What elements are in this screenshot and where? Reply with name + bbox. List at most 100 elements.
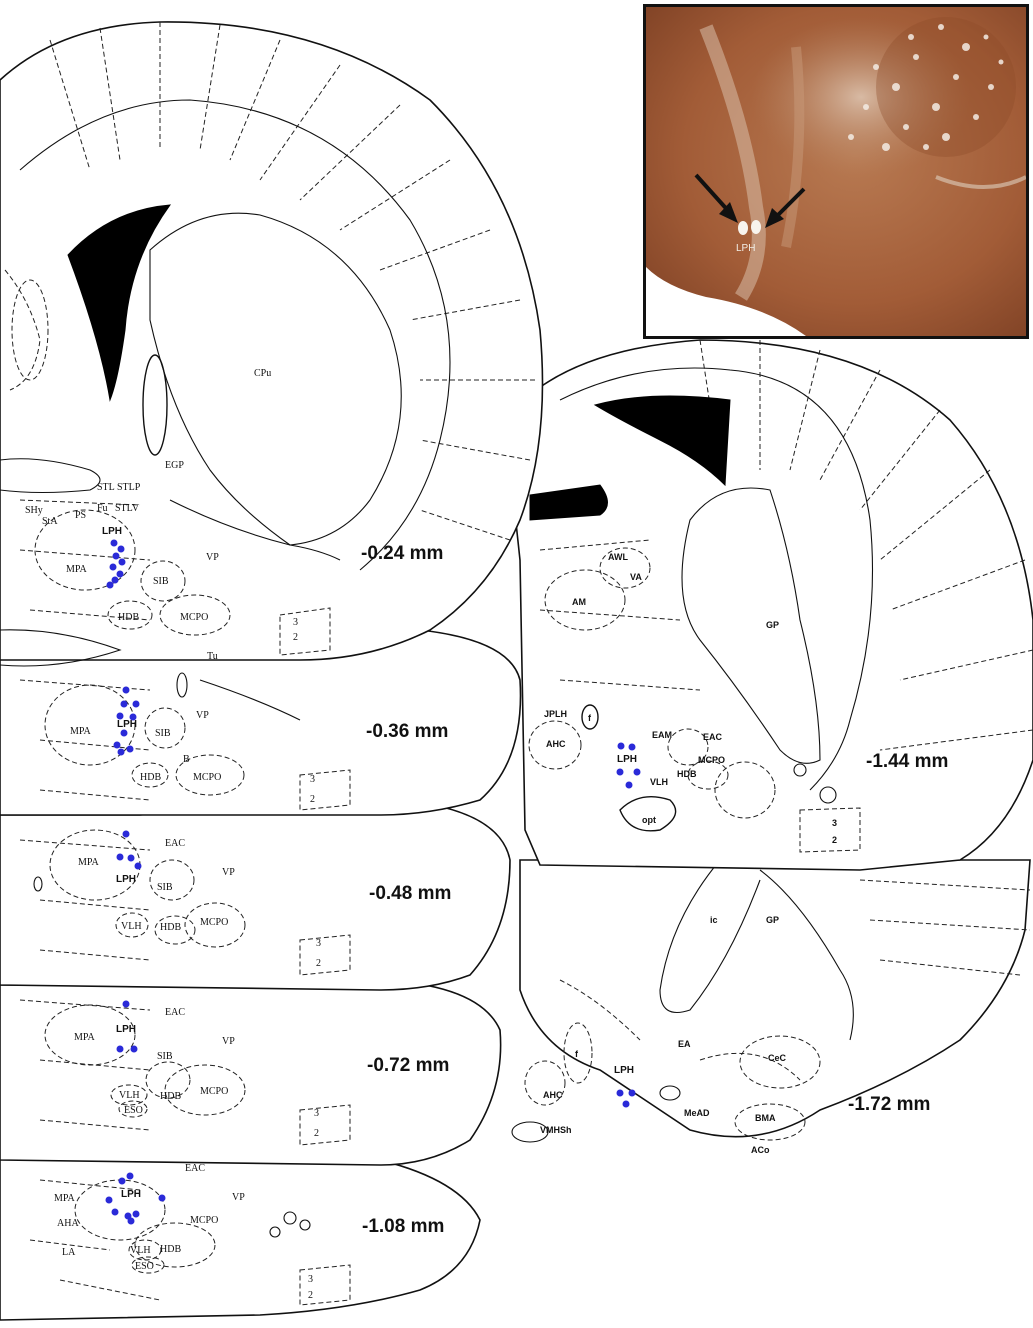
injection-dot	[131, 1046, 138, 1053]
section-minus-0-48: MPA LPH EAC VP SIB VLH HDB MCPO 3 2 -0.4…	[0, 800, 510, 990]
injection-dot	[111, 540, 118, 547]
injection-dot	[626, 782, 633, 789]
injection-dot	[629, 1090, 636, 1097]
injection-dot	[127, 1173, 134, 1180]
label-eso: ESO	[135, 1261, 154, 1272]
label-2: 2	[832, 835, 837, 845]
label-vp: VP	[222, 1036, 235, 1047]
label-3: 3	[316, 938, 321, 949]
lesion-mark	[751, 220, 761, 234]
label-sib: SIB	[157, 1051, 173, 1062]
label-cpu: CPu	[254, 368, 271, 379]
label-lph: LPH	[614, 1065, 634, 1076]
label-ps: PS	[75, 510, 86, 521]
label-2: 2	[310, 794, 315, 805]
photo-label-lph: LPH	[736, 243, 755, 254]
section-minus-1-44: AWL VA AM GP JPLH f EAM EAC AHC LPH MCPO…	[505, 340, 1033, 870]
label-mpa: MPA	[54, 1193, 76, 1204]
level-label: -1.44 mm	[866, 751, 948, 772]
injection-dot	[119, 559, 126, 566]
injection-dot	[133, 701, 140, 708]
injection-dot	[106, 1197, 113, 1204]
label-ea: EA	[678, 1039, 691, 1049]
label-mcpo: MCPO	[190, 1215, 218, 1226]
label-2: 2	[293, 632, 298, 643]
label-hdb: HDB	[160, 922, 181, 933]
injection-dot	[118, 546, 125, 553]
label-gp: GP	[766, 915, 779, 925]
label-vp: VP	[232, 1192, 245, 1203]
injection-dot	[110, 564, 117, 571]
injection-dot	[629, 744, 636, 751]
label-vlh: VLH	[130, 1245, 151, 1256]
inset-photomicrograph: LPH	[643, 4, 1029, 339]
label-egp: EGP	[165, 460, 184, 471]
injection-dot	[128, 855, 135, 862]
section-minus-1-72: ic GP f EA CeC LPH AHC BMA MeAD VMHSh AC…	[512, 860, 1030, 1155]
injection-dot	[113, 553, 120, 560]
label-stlp: STLP	[117, 482, 141, 493]
section-minus-0-24: CPu EGP STL STLP Fu STLV SHy StA PS LPH …	[0, 22, 543, 666]
label-vlh: VLH	[650, 777, 668, 787]
injection-dot	[117, 1046, 124, 1053]
injection-dot	[112, 1209, 119, 1216]
level-label: -1.08 mm	[362, 1216, 444, 1237]
photo-canvas: LPH	[646, 7, 1026, 336]
label-hdb: HDB	[160, 1244, 181, 1255]
label-lph: LPH	[116, 874, 136, 885]
level-label: -0.24 mm	[361, 543, 443, 564]
injection-dot	[617, 1090, 624, 1097]
injection-dot	[127, 746, 134, 753]
injection-dot	[112, 577, 119, 584]
label-tu: Tu	[207, 651, 218, 662]
label-jplh: JPLH	[544, 709, 567, 719]
label-eac: EAC	[703, 732, 723, 742]
label-3: 3	[308, 1274, 313, 1285]
label-lph: LPH	[121, 1189, 141, 1200]
label-mcpo: MCPO	[200, 917, 228, 928]
label-shy: SHy	[25, 505, 43, 516]
level-label: -0.48 mm	[369, 883, 451, 904]
label-mcpo: MCPO	[193, 772, 221, 783]
injection-dot	[623, 1101, 630, 1108]
label-va: VA	[630, 572, 642, 582]
level-label: -1.72 mm	[848, 1094, 930, 1115]
section-minus-1-08: MPA AHA LA LPH EAC VP MCPO VLH HDB ESO 3…	[0, 1150, 480, 1320]
label-mpa: MPA	[74, 1032, 96, 1043]
label-ahc: AHC	[543, 1090, 563, 1100]
label-sib: SIB	[153, 576, 169, 587]
label-opt: opt	[642, 815, 656, 825]
label-b: B	[183, 754, 190, 765]
label-2: 2	[316, 958, 321, 969]
label-eac: EAC	[165, 1007, 185, 1018]
injection-dot	[121, 730, 128, 737]
label-la: LA	[62, 1247, 76, 1258]
injection-dot	[117, 854, 124, 861]
label-2: 2	[314, 1128, 319, 1139]
label-am: AM	[572, 597, 586, 607]
label-awl: AWL	[608, 552, 628, 562]
label-mpa: MPA	[66, 564, 88, 575]
injection-dot	[114, 742, 121, 749]
label-stl: STL	[97, 482, 115, 493]
label-eac: EAC	[185, 1163, 205, 1174]
label-ahc: AHC	[546, 739, 566, 749]
label-hdb: HDB	[160, 1091, 181, 1102]
label-3: 3	[832, 818, 837, 828]
label-mcpo: MCPO	[200, 1086, 228, 1097]
label-ic: ic	[710, 915, 718, 925]
injection-dot	[119, 1178, 126, 1185]
injection-dot	[130, 714, 137, 721]
section-minus-0-72: MPA LPH EAC VP SIB VLH ESO HDB MCPO 3 2 …	[0, 980, 501, 1165]
injection-dot	[123, 1001, 130, 1008]
label-mcpo: MCPO	[180, 612, 208, 623]
label-fu: Fu	[97, 503, 108, 514]
injection-dot	[634, 769, 641, 776]
label-3: 3	[314, 1108, 319, 1119]
label-vlh: VLH	[119, 1090, 140, 1101]
injection-dot	[107, 582, 114, 589]
injection-dot	[121, 701, 128, 708]
label-cec: CeC	[768, 1053, 787, 1063]
label-mcpo: MCPO	[698, 755, 725, 765]
label-bma: BMA	[755, 1113, 776, 1123]
